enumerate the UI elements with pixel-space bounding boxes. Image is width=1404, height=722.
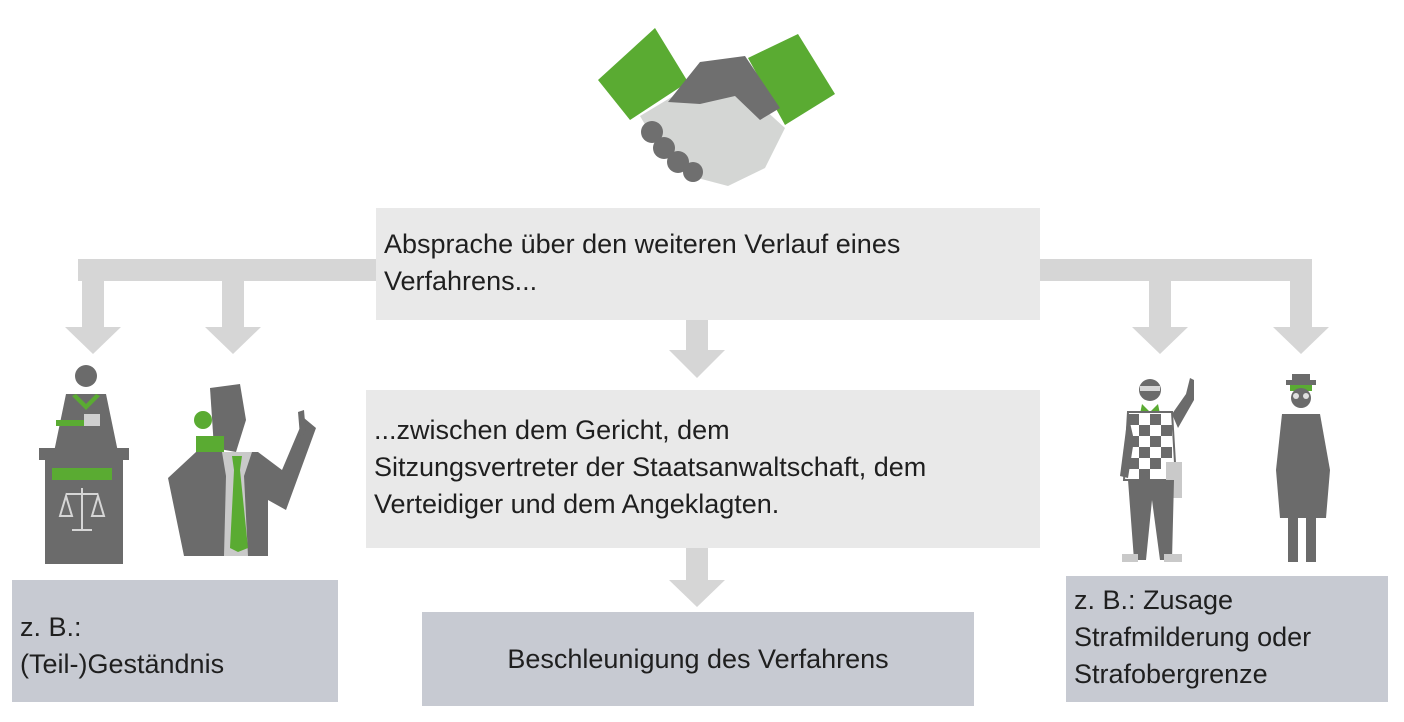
arrow-head-center-1 [669, 350, 725, 378]
agreement-box: Absprache über den weiteren Verlauf eine… [376, 208, 1040, 320]
arrow-head-1 [65, 327, 121, 354]
judge-at-podium-icon [39, 365, 129, 564]
participants-line-1: ...zwischen dem Gericht, dem [374, 415, 730, 445]
connectors [65, 259, 1329, 607]
participants-line-3: Verteidiger und dem Angeklagten. [374, 489, 780, 519]
handshake-icon [598, 28, 835, 186]
participants-box: ...zwischen dem Gericht, dem Sitzungsver… [366, 390, 1040, 548]
arrow-head-4 [1273, 327, 1329, 354]
confession-line-2: (Teil-)Geständnis [20, 649, 225, 679]
arrow-head-center-2 [669, 580, 725, 607]
spy-in-coat-icon [1276, 374, 1330, 562]
arrow-head-2 [205, 327, 261, 354]
sentence-promise-box: z. B.: Zusage Strafmilderung oder Strafo… [1066, 576, 1388, 702]
sentence-promise-line-3: Strafobergrenze [1074, 659, 1268, 689]
arrow-stem-center-2 [686, 548, 708, 580]
lawyer-on-phone-icon [168, 384, 316, 556]
agreement-line-2: Verfahrens... [384, 266, 538, 296]
witness-pointing-icon [1120, 378, 1194, 562]
acceleration-box: Beschleunigung des Verfahrens [422, 612, 974, 706]
arrow-head-3 [1132, 327, 1188, 354]
sentence-promise-line-1: z. B.: Zusage [1074, 585, 1234, 615]
arrow-stem-2 [222, 259, 244, 327]
participants-line-2: Sitzungsvertreter der Staatsanwaltschaft… [374, 452, 927, 482]
acceleration-text: Beschleunigung des Verfahrens [507, 643, 889, 674]
confession-box: z. B.: (Teil-)Geständnis [12, 580, 338, 702]
agreement-line-1: Absprache über den weiteren Verlauf eine… [384, 229, 901, 259]
arrow-stem-center-1 [686, 320, 708, 350]
arrow-stem-3 [1149, 259, 1171, 327]
connector-bar-right [1040, 259, 1312, 281]
sentence-promise-line-2: Strafmilderung oder [1074, 622, 1312, 652]
arrow-stem-4 [1290, 259, 1312, 327]
arrow-stem-1 [82, 259, 104, 327]
confession-line-1: z. B.: [20, 612, 82, 642]
